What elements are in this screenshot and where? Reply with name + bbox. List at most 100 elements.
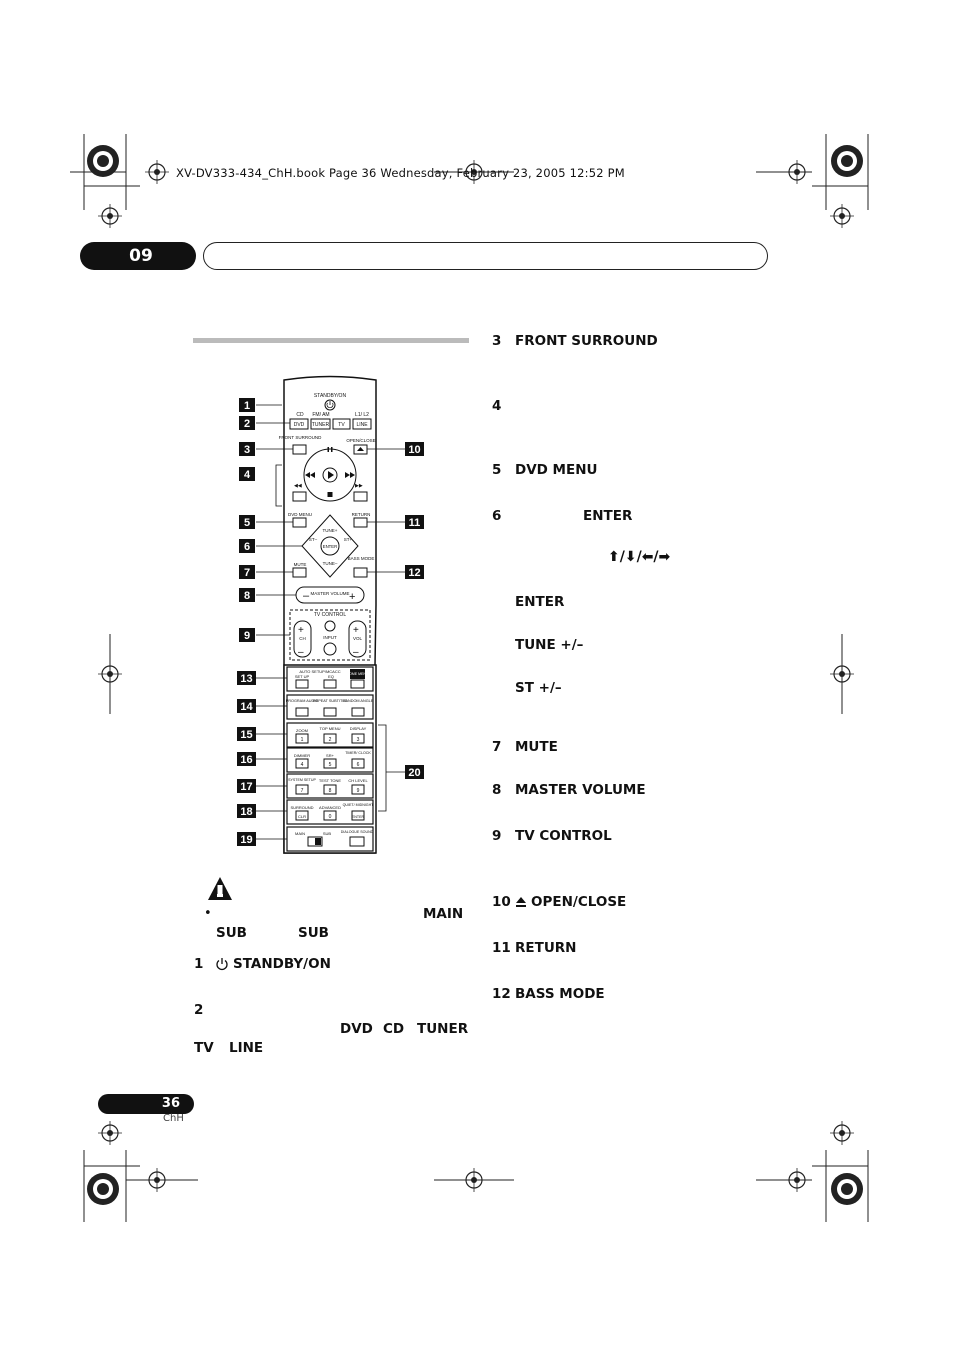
- svg-text:–: –: [303, 590, 310, 602]
- label-main: MAIN: [295, 831, 305, 836]
- label-surround: SURROUND: [290, 805, 313, 810]
- eject-icon: [516, 897, 526, 907]
- label-test-tone: TEST TONE: [319, 778, 342, 783]
- svg-text:9: 9: [357, 788, 360, 794]
- svg-text:5: 5: [329, 762, 332, 768]
- svg-text:+: +: [298, 625, 304, 636]
- item-1-number: 1: [194, 956, 204, 972]
- item-10-label: OPEN/CLOSE: [531, 894, 627, 910]
- section-rule: [193, 338, 469, 343]
- key-dvd: DVD: [294, 422, 305, 428]
- item-3-number: 3: [492, 333, 502, 349]
- item-6-tune: TUNE +/–: [515, 637, 584, 653]
- svg-text:1: 1: [301, 737, 304, 743]
- label-home-menu: HOME MENU: [347, 672, 369, 676]
- item-5-label: DVD MENU: [515, 462, 598, 478]
- item-6-label: ENTER: [583, 508, 633, 524]
- chapter-number: 09: [80, 242, 196, 270]
- label-l1-l2: L1/ L2: [355, 412, 369, 418]
- book-info-line: XV-DV333-434_ChH.book Page 36 Wednesday,…: [176, 166, 625, 180]
- item-2-key-line: LINE: [229, 1040, 264, 1056]
- svg-text:1: 1: [244, 400, 250, 412]
- item-2-number: 2: [194, 1002, 204, 1018]
- svg-text:–: –: [353, 647, 359, 658]
- item-3-label: FRONT SURROUND: [515, 333, 658, 349]
- item-12-label: BASS MODE: [515, 986, 605, 1002]
- svg-text:4: 4: [244, 469, 251, 481]
- svg-text:CLR: CLR: [298, 814, 306, 819]
- svg-text:0: 0: [329, 814, 332, 820]
- label-top-menu: TOP MENU: [320, 726, 341, 731]
- svg-text:3: 3: [357, 737, 360, 743]
- label-cd: CD: [296, 412, 304, 418]
- item-6-st: ST +/–: [515, 680, 562, 696]
- label-ch: CH: [299, 636, 306, 641]
- label-zoom: ZOOM: [296, 728, 308, 733]
- label-system-setup: SYSTEM SETUP: [288, 778, 316, 782]
- item-7-number: 7: [492, 739, 502, 755]
- item-2-key-dvd: DVD: [340, 1021, 373, 1037]
- svg-text:3: 3: [244, 444, 250, 456]
- svg-text:6: 6: [357, 762, 360, 768]
- label-st-minus: ST–: [309, 537, 318, 542]
- item-6-enter: ENTER: [515, 594, 565, 610]
- svg-text:15: 15: [240, 729, 252, 741]
- label-tune-plus: TUNE+: [323, 528, 338, 533]
- svg-text:ENTER: ENTER: [352, 815, 365, 819]
- key-line: LINE: [356, 422, 368, 428]
- label-bass-mode: BASS MODE: [348, 556, 375, 561]
- label-input: INPUT: [323, 635, 337, 640]
- svg-text:◀◀: ◀◀: [294, 483, 302, 489]
- svg-text:12: 12: [408, 567, 420, 579]
- label-quiet-midnight: QUIET/ MIDNIGHT: [343, 803, 375, 807]
- page-language: ChH: [163, 1113, 184, 1124]
- svg-text:2: 2: [329, 737, 332, 743]
- svg-text:16: 16: [240, 754, 252, 766]
- note-main: MAIN: [423, 906, 464, 922]
- label-display: DISPLAY: [350, 726, 367, 731]
- label-repeat-subtitle: REPEAT SUBTITLE: [313, 699, 348, 703]
- item-8-number: 8: [492, 782, 502, 798]
- label-return: RETURN: [352, 512, 371, 517]
- item-2-key-tuner: TUNER: [417, 1021, 469, 1037]
- svg-text:▶▶: ▶▶: [355, 483, 363, 489]
- svg-text:5: 5: [244, 517, 250, 529]
- item-2-key-tv: TV: [194, 1040, 214, 1056]
- key-tv: TV: [338, 422, 345, 428]
- svg-text:18: 18: [240, 806, 252, 818]
- svg-text:10: 10: [408, 444, 420, 456]
- remote-control-diagram: STANDBY/ON CD FM/ AM L1/ L2 DVD TUNER TV…: [237, 375, 424, 854]
- warning-icon: [208, 877, 232, 900]
- label-dialogue-sound: DIALOGUE SOUND: [341, 830, 374, 834]
- svg-text:+: +: [353, 625, 359, 636]
- svg-text:20: 20: [408, 767, 420, 779]
- svg-text:8: 8: [244, 590, 250, 602]
- svg-text:4: 4: [301, 762, 304, 768]
- label-random-angle: RANDOM ANGLE: [343, 699, 374, 703]
- label-open-close: OPEN/CLOSE: [346, 438, 375, 443]
- key-tuner: TUNER: [312, 422, 330, 428]
- item-11-number: 11: [492, 940, 511, 956]
- chapter-title-bar: [203, 242, 768, 270]
- label-set-up: SET UP: [295, 674, 310, 679]
- note-sub-2: SUB: [298, 925, 329, 941]
- svg-text:9: 9: [244, 630, 250, 642]
- item-7-label: MUTE: [515, 739, 558, 755]
- label-tv-control: TV CONTROL: [314, 612, 346, 618]
- label-advanced: ADVANCED: [319, 805, 341, 810]
- svg-text:–: –: [298, 647, 304, 658]
- label-sub: SUB: [323, 831, 332, 836]
- item-8-label: MASTER VOLUME: [515, 782, 646, 798]
- note-sub-1: SUB: [216, 925, 247, 941]
- arrow-keys-icons: ⬆/⬇/⬅/➡: [608, 549, 671, 565]
- item-12-number: 12: [492, 986, 511, 1002]
- svg-text:14: 14: [240, 701, 253, 713]
- label-program-audio: PROGRAM AUDIO: [286, 699, 319, 703]
- item-11-label: RETURN: [515, 940, 577, 956]
- power-icon: [216, 958, 228, 971]
- svg-text:19: 19: [240, 834, 252, 846]
- item-10-number: 10: [492, 894, 511, 910]
- label-sr-plus: SR+: [326, 753, 335, 758]
- item-2-key-cd: CD: [383, 1021, 405, 1037]
- note-bullet: •: [204, 906, 212, 921]
